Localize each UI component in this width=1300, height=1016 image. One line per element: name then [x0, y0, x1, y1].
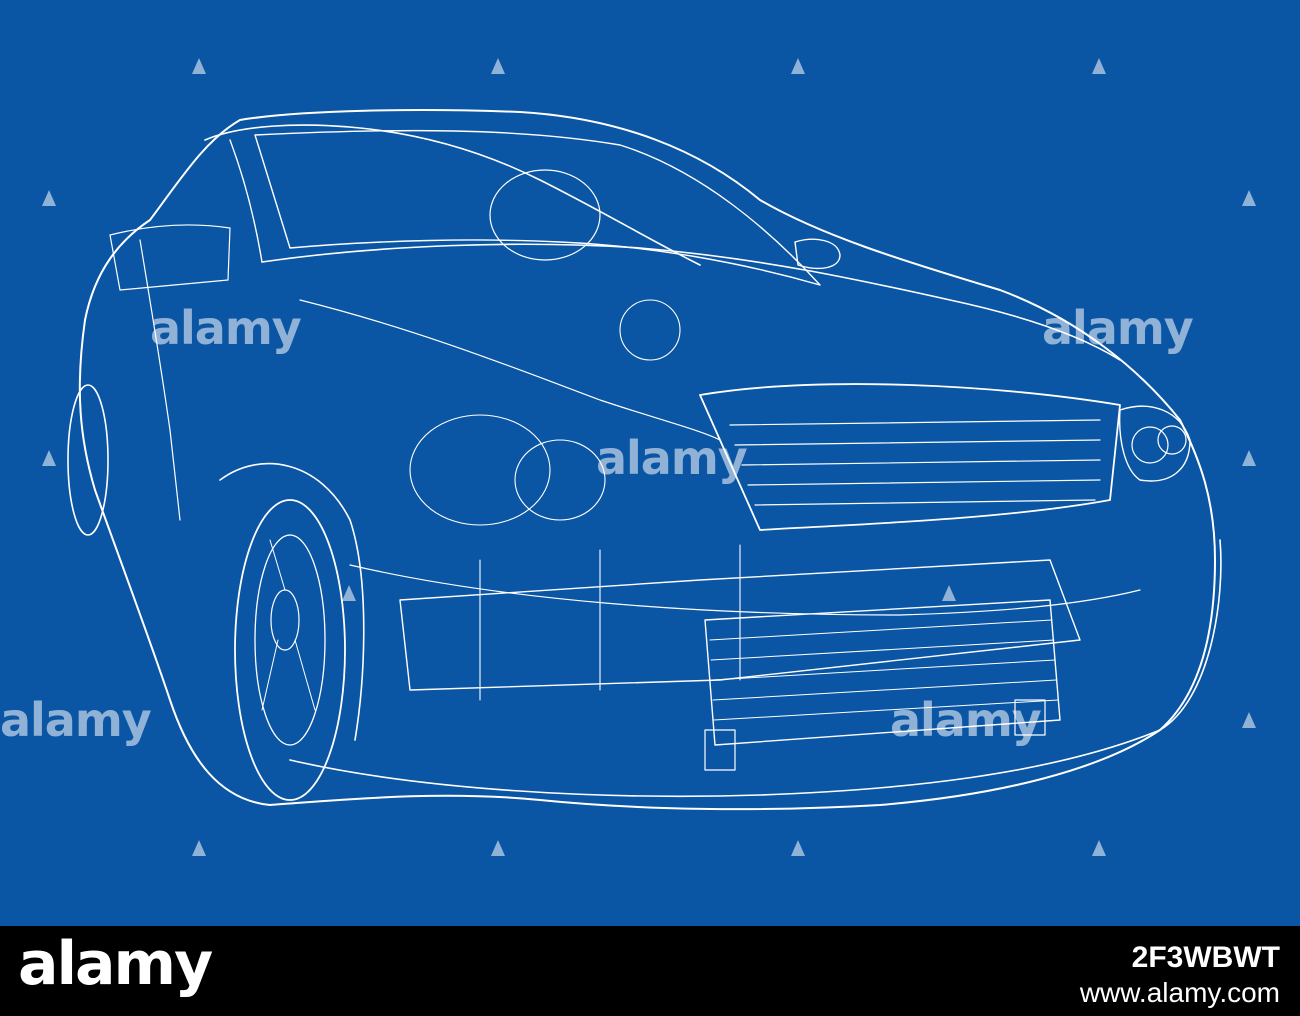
- car-wireframe-drawing: [67, 109, 1222, 811]
- grille-frame: [699, 383, 1121, 531]
- side-window: [109, 224, 231, 291]
- a-pillar: [229, 139, 263, 263]
- watermark-mark-icon: [1242, 190, 1256, 206]
- watermark-mark-icon: [491, 58, 505, 74]
- front-bumper: [289, 539, 1222, 798]
- rear-wheel: [67, 384, 109, 536]
- windshield: [254, 129, 821, 286]
- steering-wheel: [489, 169, 601, 261]
- footer-bar: alamy 2F3WBWT www.alamy.com: [0, 926, 1300, 1016]
- chassis-frame: [399, 559, 1081, 691]
- wheel-arch: [219, 462, 365, 741]
- footer-info: 2F3WBWT www.alamy.com: [1080, 940, 1280, 1010]
- watermark-mark-icon: [791, 58, 805, 74]
- watermark-mark-icon: [42, 450, 56, 466]
- hood-line: [261, 243, 1121, 361]
- watermark-text: alamy: [596, 431, 748, 485]
- watermark-mark-icon: [42, 190, 56, 206]
- watermark-mark-icon: [791, 840, 805, 856]
- watermark-text: alamy: [890, 693, 1042, 747]
- engine-part: [514, 439, 606, 521]
- radiator: [704, 599, 1061, 746]
- alamy-logo[interactable]: alamy: [18, 929, 213, 999]
- watermark-mark-icon: [192, 840, 206, 856]
- car-blueprint-image: alamy alamy alamy alamy alamy: [0, 0, 1300, 926]
- side-mirror: [794, 238, 841, 270]
- hood-crease: [299, 299, 721, 441]
- watermark-mark-icon: [1092, 840, 1106, 856]
- engine-part: [409, 414, 551, 526]
- front-rim: [254, 534, 326, 746]
- watermark-text: alamy: [1042, 301, 1194, 355]
- watermark-mark-icon: [491, 840, 505, 856]
- watermark-mark-icon: [942, 585, 956, 601]
- watermark-mark-icon: [1242, 450, 1256, 466]
- watermark-marks: [42, 58, 1256, 856]
- watermark-mark-icon: [1242, 712, 1256, 728]
- watermark-mark-icon: [1092, 58, 1106, 74]
- headlight: [1118, 405, 1191, 482]
- front-wheel: [234, 499, 346, 801]
- watermark-text: alamy: [150, 301, 302, 355]
- engine-part: [619, 299, 681, 361]
- body-outline: [78, 109, 1216, 811]
- watermark-text: alamy: [0, 693, 152, 747]
- roof-line: [204, 124, 701, 266]
- watermark-mark-icon: [342, 585, 356, 601]
- door-line: [139, 239, 181, 521]
- image-id: 2F3WBWT: [1131, 941, 1280, 974]
- watermark-mark-icon: [192, 58, 206, 74]
- site-url[interactable]: www.alamy.com: [1079, 977, 1280, 1008]
